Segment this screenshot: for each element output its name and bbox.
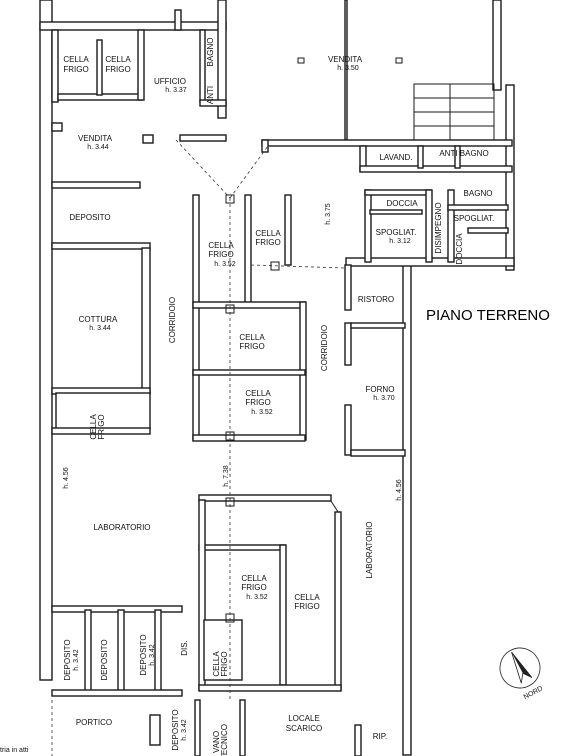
vano-tecnico-line1: VANO <box>212 731 221 753</box>
bagno-top: BAGNO <box>206 38 215 67</box>
portico: PORTICO <box>76 718 112 727</box>
forno-height: h. 3.70 <box>373 395 395 402</box>
dis: DIS. <box>180 640 189 656</box>
cella-frigo-9-line2: FRIGO <box>294 602 319 611</box>
cella-frigo-6-line2: FRIGO <box>245 398 270 407</box>
doccia-2: DOCCIA <box>455 233 464 265</box>
cella-frigo-3-height: h. 3.52 <box>214 261 236 268</box>
vendita-top-height: h. 3.50 <box>337 65 359 72</box>
spogliat-1-name: SPOGLIAT. <box>376 228 417 237</box>
cella-frigo-3-line2: FRIGO <box>208 250 233 259</box>
deposito-4-name: DEPOSITO <box>139 634 148 675</box>
cella-frigo-7-line1: CELLA <box>89 414 98 440</box>
north-label: NORD <box>523 685 544 701</box>
cottura-height: h. 3.44 <box>89 325 111 332</box>
dashed-beams <box>175 139 346 700</box>
deposito-2-height: h. 3.42 <box>73 649 80 671</box>
north-arrow: NORD <box>499 647 544 701</box>
h-456-left: h. 4.56 <box>63 467 70 489</box>
h-738: h. 7.38 <box>223 465 230 487</box>
forno-name: FORNO <box>366 385 395 394</box>
vendita-left-height: h. 3.44 <box>87 144 109 151</box>
h-456-right: h. 4.56 <box>396 479 403 501</box>
floor-title: PIANO TERRENO <box>426 307 550 324</box>
exterior-walls <box>39 0 515 756</box>
laboratorio-right: LABORATORIO <box>365 521 374 578</box>
cella-frigo-6-line1: CELLA <box>245 389 271 398</box>
lower-block <box>51 494 362 756</box>
cella-frigo-10-line1: CELLA <box>212 651 221 677</box>
central-cold-rooms <box>192 139 307 442</box>
vano-tecnico-line2: TECNICO <box>220 724 229 756</box>
deposito-3: DEPOSITO <box>100 639 109 680</box>
right-column-rooms <box>344 264 406 457</box>
cottura-name: COTTURA <box>79 315 118 324</box>
deposito-1: DEPOSITO <box>69 213 110 222</box>
cella-frigo-5-line2: FRIGO <box>239 342 264 351</box>
disimpegno: DISIMPEGNO <box>434 202 443 253</box>
locale-scarico-line2: SCARICO <box>286 724 322 733</box>
locale-scarico-line1: LOCALE <box>288 714 320 723</box>
anti-bagno: ANTI BAGNO <box>439 149 488 158</box>
cella-frigo-5-line1: CELLA <box>239 333 265 342</box>
cella-frigo-1-line2: FRIGO <box>63 65 88 74</box>
anti-top: ANTI <box>206 86 215 104</box>
cella-frigo-8-line2: FRIGO <box>241 583 266 592</box>
deposito-2-name: DEPOSITO <box>63 639 72 680</box>
cella-frigo-8-line1: CELLA <box>241 574 267 583</box>
spogliat-2: SPOGLIAT. <box>454 214 495 223</box>
cella-frigo-2-line1: CELLA <box>105 55 131 64</box>
rip: RIP. <box>373 732 388 741</box>
vendita-top-name: VENDITA <box>328 55 363 64</box>
deposito-4-height: h. 3.42 <box>149 644 156 666</box>
cella-frigo-9-line1: CELLA <box>294 593 320 602</box>
cut-note: tria in atti <box>0 747 29 754</box>
ufficio-name: UFFICIO <box>154 77 186 86</box>
cella-frigo-2-line2: FRIGO <box>105 65 130 74</box>
deposito-5-height: h. 3.42 <box>181 719 188 741</box>
h-375: h. 3.75 <box>325 203 332 225</box>
lavand: LAVAND. <box>379 153 412 162</box>
cella-frigo-3-line1: CELLA <box>208 241 234 250</box>
vendita-left-name: VENDITA <box>78 134 113 143</box>
corridoio-left: CORRIDOIO <box>168 297 177 343</box>
cella-frigo-7-line2: FRIGO <box>97 414 106 439</box>
deposito-5-name: DEPOSITO <box>171 709 180 750</box>
laboratorio-left: LABORATORIO <box>93 523 150 532</box>
cella-frigo-8-height: h. 3.52 <box>246 594 268 601</box>
corridoio-right: CORRIDOIO <box>320 325 329 371</box>
top-left-block <box>51 29 227 435</box>
room-labels: CELLA FRIGO CELLA FRIGO UFFICIO h. 3.37 … <box>0 38 550 756</box>
cella-frigo-1-line1: CELLA <box>63 55 89 64</box>
ristoro: RISTORO <box>358 295 394 304</box>
cella-frigo-10-line2: FRIGO <box>220 651 229 676</box>
ufficio-height: h. 3.37 <box>165 87 187 94</box>
cella-frigo-6-height: h. 3.52 <box>251 409 273 416</box>
cella-frigo-4-line2: FRIGO <box>255 238 280 247</box>
bagno-right: BAGNO <box>464 189 493 198</box>
doccia-1: DOCCIA <box>386 199 418 208</box>
spogliat-1-height: h. 3.12 <box>389 238 411 245</box>
cella-frigo-4-line1: CELLA <box>255 229 281 238</box>
